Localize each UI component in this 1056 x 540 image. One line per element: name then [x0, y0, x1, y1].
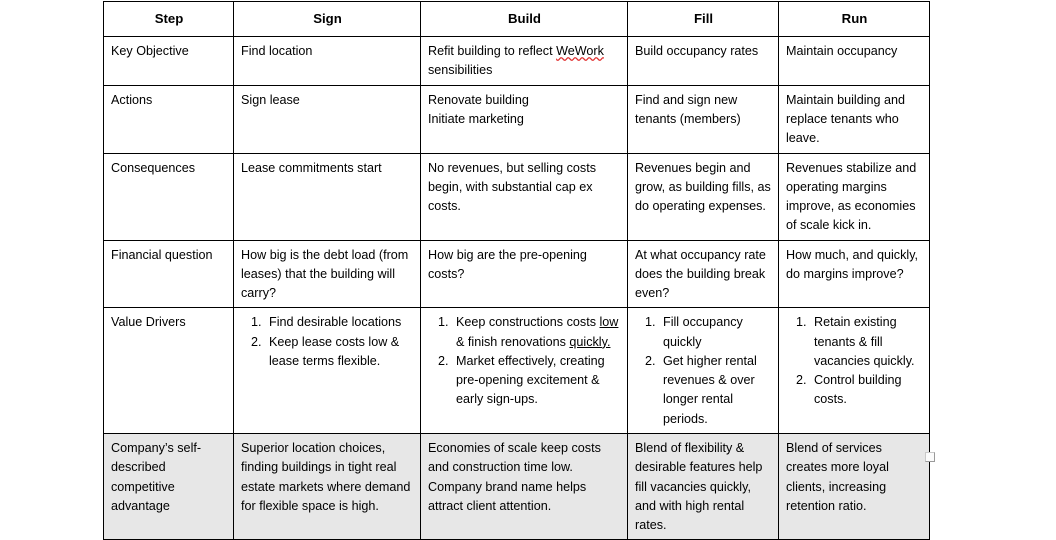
row-label-financial-question: Financial question [103, 239, 234, 309]
lifecycle-table: Step Sign Build Fill Run Key Objective F… [103, 0, 930, 540]
table-header: Step Sign Build Fill Run [103, 0, 930, 38]
cell-financial-question-run: How much, and quickly, do margins improv… [778, 239, 930, 309]
table-row: Company’s self-described competitive adv… [103, 432, 930, 540]
cell-actions-sign: Sign lease [233, 84, 421, 154]
cell-competitive-advantage-fill: Blend of flexibility & desirable feature… [627, 432, 779, 540]
cell-line: Initiate marketing [428, 111, 524, 126]
column-header-run: Run [778, 0, 930, 38]
table-row: Value Drivers Find desirable locations K… [103, 307, 930, 434]
cell-competitive-advantage-run: Blend of services creates more loyal cli… [778, 432, 930, 540]
cell-consequences-run: Revenues stabilize and operating margins… [778, 152, 930, 241]
row-label-value-drivers: Value Drivers [103, 307, 234, 434]
numbered-list: Find desirable locations Keep lease cost… [241, 313, 414, 371]
list-item-text-part: & finish renovations [456, 334, 570, 349]
list-item: Retain existing tenants & fill vacancies… [810, 313, 923, 371]
row-label-consequences: Consequences [103, 152, 234, 241]
cell-consequences-fill: Revenues begin and grow, as building fil… [627, 152, 779, 241]
column-header-sign: Sign [233, 0, 421, 38]
cell-consequences-sign: Lease commitments start [233, 152, 421, 241]
table-row: Actions Sign lease Renovate building Ini… [103, 84, 930, 154]
cell-key-objective-build: Refit building to reflect WeWork sensibi… [420, 36, 628, 86]
spellcheck-flagged-word: WeWork [556, 44, 604, 59]
cell-line: Renovate building [428, 92, 529, 107]
cell-actions-fill: Find and sign new tenants (members) [627, 84, 779, 154]
list-item: Keep constructions costs low & finish re… [452, 313, 621, 352]
cell-key-objective-fill: Build occupancy rates [627, 36, 779, 86]
table-resize-handle[interactable] [925, 452, 935, 462]
cell-key-objective-sign: Find location [233, 36, 421, 86]
list-item: Find desirable locations [265, 313, 414, 332]
cell-competitive-advantage-sign: Superior location choices, finding build… [233, 432, 421, 540]
list-item-text-part: Keep constructions costs [456, 315, 600, 330]
table-row: Consequences Lease commitments start No … [103, 152, 930, 241]
emphasis-underline: quickly. [569, 334, 611, 349]
column-header-build: Build [420, 0, 628, 38]
list-item: Control building costs. [810, 371, 923, 410]
row-label-actions: Actions [103, 84, 234, 154]
cell-consequences-build: No revenues, but selling costs begin, wi… [420, 152, 628, 241]
cell-competitive-advantage-build: Economies of scale keep costs and constr… [420, 432, 628, 540]
list-item: Market effectively, creating pre-opening… [452, 352, 621, 410]
table-row: Financial question How big is the debt l… [103, 239, 930, 309]
cell-actions-run: Maintain building and replace tenants wh… [778, 84, 930, 154]
cell-text-part: sensibilities [428, 63, 493, 78]
cell-text-part: Refit building to reflect [428, 44, 557, 59]
cell-financial-question-sign: How big is the debt load (from leases) t… [233, 239, 421, 309]
list-item: Get higher rental revenues & over longer… [659, 352, 772, 429]
row-label-key-objective: Key Objective [103, 36, 234, 86]
row-label-competitive-advantage: Company’s self-described competitive adv… [103, 432, 234, 540]
numbered-list: Retain existing tenants & fill vacancies… [786, 313, 923, 409]
table-row: Key Objective Find location Refit buildi… [103, 36, 930, 86]
cell-value-drivers-sign: Find desirable locations Keep lease cost… [233, 307, 421, 434]
column-header-fill: Fill [627, 0, 779, 38]
document-canvas: Step Sign Build Fill Run Key Objective F… [0, 0, 1056, 463]
emphasis-underline: low [599, 315, 619, 330]
header-row: Step Sign Build Fill Run [103, 0, 930, 38]
list-item: Keep lease costs low & lease terms flexi… [265, 333, 414, 372]
list-item: Fill occupancy quickly [659, 313, 772, 352]
cell-value-drivers-build: Keep constructions costs low & finish re… [420, 307, 628, 434]
cell-line: Find and sign new tenants (members) [635, 92, 741, 126]
numbered-list: Keep constructions costs low & finish re… [428, 313, 621, 409]
table-body: Key Objective Find location Refit buildi… [103, 36, 930, 540]
cell-line: Sign lease [241, 92, 300, 107]
cell-financial-question-fill: At what occupancy rate does the building… [627, 239, 779, 309]
numbered-list: Fill occupancy quickly Get higher rental… [635, 313, 772, 429]
cell-actions-build: Renovate building Initiate marketing [420, 84, 628, 154]
cell-line: Maintain building and replace tenants wh… [786, 92, 906, 146]
column-header-step: Step [103, 0, 234, 38]
cell-key-objective-run: Maintain occupancy [778, 36, 930, 86]
cell-value-drivers-run: Retain existing tenants & fill vacancies… [778, 307, 930, 434]
cell-financial-question-build: How big are the pre-opening costs? [420, 239, 628, 309]
cell-value-drivers-fill: Fill occupancy quickly Get higher rental… [627, 307, 779, 434]
